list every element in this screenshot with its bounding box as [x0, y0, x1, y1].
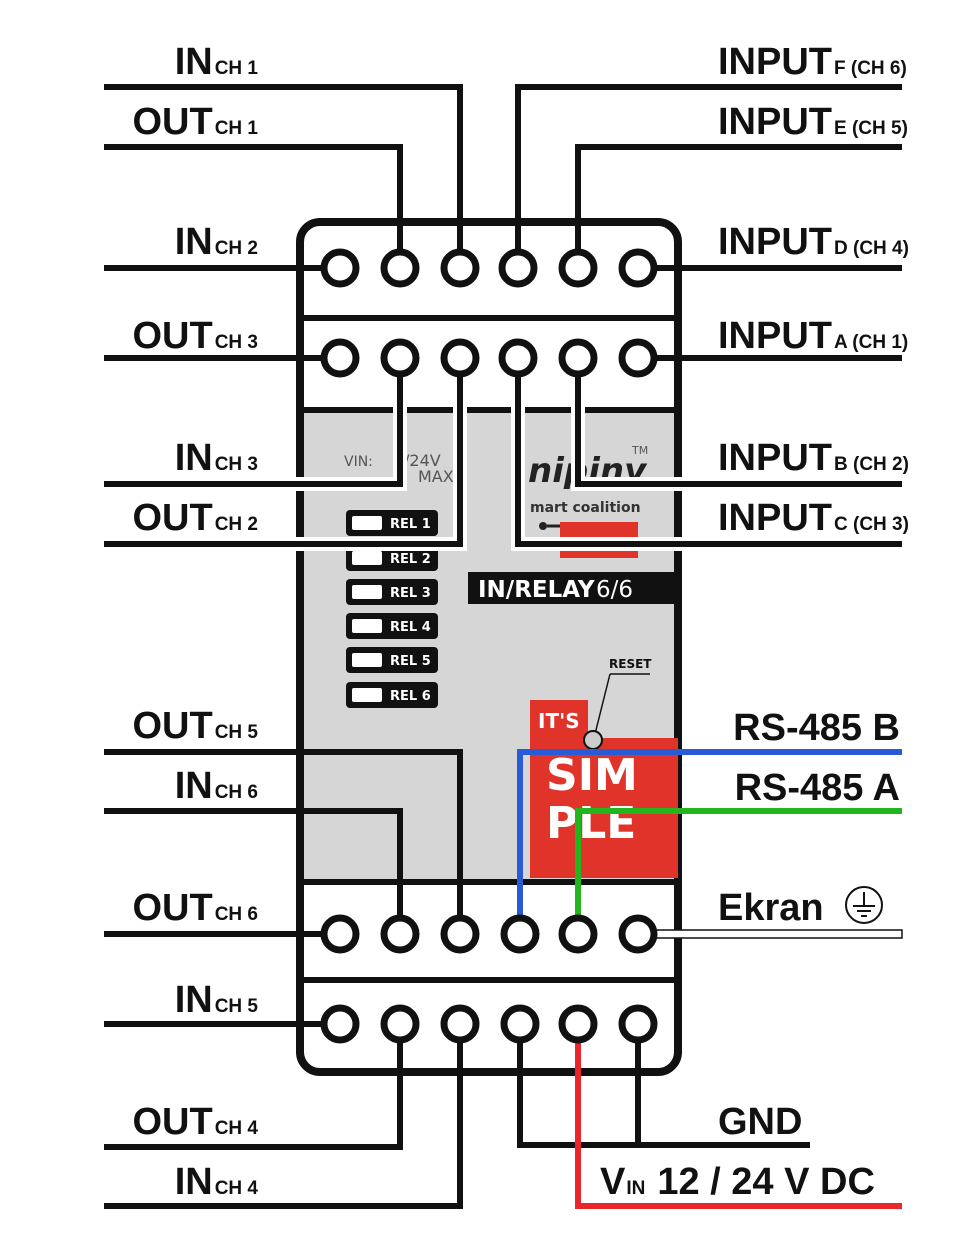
reset-button[interactable] — [583, 730, 603, 750]
trademark: TM — [631, 444, 648, 457]
relay-label: REL 3 — [390, 586, 431, 601]
terminal — [320, 914, 360, 954]
terminal — [498, 248, 538, 288]
its-badge — [530, 700, 588, 738]
label-gnd: GND — [718, 1101, 802, 1143]
terminal — [440, 248, 480, 288]
wire-out-ch2 — [104, 358, 463, 547]
wire-in-ch4 — [104, 1024, 463, 1209]
vin-face-label: VIN: — [344, 454, 373, 470]
relay-label: REL 6 — [390, 689, 431, 704]
terminal — [558, 248, 598, 288]
black-wires — [104, 84, 902, 1209]
label-rs485-a: RS-485 A — [735, 767, 900, 809]
terminal — [558, 1004, 598, 1044]
wire-vin — [575, 1024, 902, 1209]
relay-indicator: REL 4 — [346, 613, 438, 639]
terminal — [440, 914, 480, 954]
terminal-rows — [320, 248, 658, 1044]
terminal — [320, 248, 360, 288]
relay-label: REL 2 — [390, 552, 431, 567]
model-label: IN/RELAY — [478, 577, 595, 603]
relay-label: REL 5 — [390, 654, 431, 669]
relay-indicator: REL 1 — [346, 510, 438, 536]
relay-indicator: REL 2 — [346, 545, 438, 571]
coalition-label: mart coalition — [530, 500, 641, 516]
wire-out-ch4 — [104, 1024, 403, 1150]
label-rs485-b: RS-485 B — [733, 707, 900, 749]
wire-input-b — [575, 358, 902, 487]
terminal — [558, 338, 598, 378]
wire-input-e — [575, 144, 902, 268]
terminal — [618, 248, 658, 288]
relay-label: REL 1 — [390, 517, 431, 532]
wire-ekran — [639, 929, 903, 939]
terminal — [320, 338, 360, 378]
terminal — [380, 248, 420, 288]
terminal — [380, 914, 420, 954]
relay-indicator: REL 3 — [346, 579, 438, 605]
terminal — [440, 1004, 480, 1044]
simple-line-1: SIM — [546, 750, 638, 801]
label-ekran: Ekran — [718, 887, 824, 929]
simple-line-2: PLE — [546, 798, 636, 849]
terminal — [618, 1004, 658, 1044]
terminal — [498, 338, 538, 378]
terminal — [500, 1004, 540, 1044]
max-face-label: MAX — [418, 467, 454, 486]
model-badge — [468, 572, 676, 604]
voltage-face-label: /24V — [404, 451, 441, 470]
wire-out-ch1 — [104, 144, 403, 268]
wire-in-ch1 — [104, 84, 463, 268]
relay-indicator: REL 5 — [346, 647, 438, 673]
terminal — [440, 338, 480, 378]
relay-list: REL 1 REL 2 REL 3 REL 4 REL 5 REL 6 — [346, 510, 438, 708]
relay-label: REL 4 — [390, 620, 431, 635]
wire-in-ch3 — [104, 358, 403, 487]
relay-indicator: REL 6 — [346, 682, 438, 708]
wire-rs485-a — [575, 808, 902, 934]
wire-in-ch6 — [104, 808, 403, 934]
halo-wires — [104, 358, 902, 551]
reset-label: RESET — [609, 657, 652, 671]
its-label: IT'S — [538, 709, 580, 733]
model-version: 6/6 — [596, 577, 633, 603]
terminal — [380, 1004, 420, 1044]
wire-out-ch5 — [104, 749, 463, 934]
terminal — [320, 1004, 360, 1044]
wire-input-f — [515, 84, 902, 268]
terminal — [618, 914, 658, 954]
terminal — [558, 914, 598, 954]
terminal — [500, 914, 540, 954]
terminal — [380, 338, 420, 378]
ground-icon — [845, 886, 883, 924]
wire-rs485-b — [517, 749, 902, 934]
terminal — [618, 338, 658, 378]
wire-input-c — [515, 358, 902, 547]
